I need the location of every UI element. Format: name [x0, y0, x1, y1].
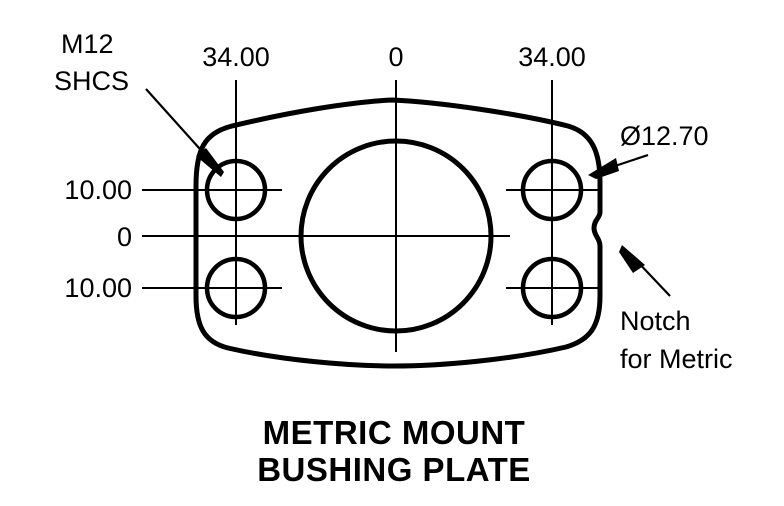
dimension-label-left-lower: 10.00 [64, 273, 132, 303]
dimension-label-top-center: 0 [388, 42, 403, 72]
callout-fastener-line2: SHCS [54, 66, 129, 96]
diameter-leader-line [611, 153, 649, 169]
callout-fastener-line1: M12 [61, 29, 114, 59]
callout-notch-line1: Notch [620, 306, 691, 336]
shcs-leader-arrowhead [196, 148, 224, 177]
dimension-label-top-left: 34.00 [202, 42, 270, 72]
dimension-label-top-right: 34.00 [518, 42, 586, 72]
dimension-label-left-upper: 10.00 [64, 175, 132, 205]
callout-notch-line2: for Metric [620, 344, 733, 374]
shcs-leader-line [145, 88, 209, 159]
drawing-title-line1: METRIC MOUNT [263, 414, 526, 451]
callout-hole-diameter: Ø12.70 [620, 121, 709, 151]
diameter-leader-arrowhead [588, 158, 619, 179]
plate-outline [193, 97, 603, 369]
notch-leader-arrowhead [619, 245, 645, 273]
drawing-title-line2: BUSHING PLATE [257, 451, 531, 488]
dimension-label-left-middle: 0 [117, 222, 132, 252]
